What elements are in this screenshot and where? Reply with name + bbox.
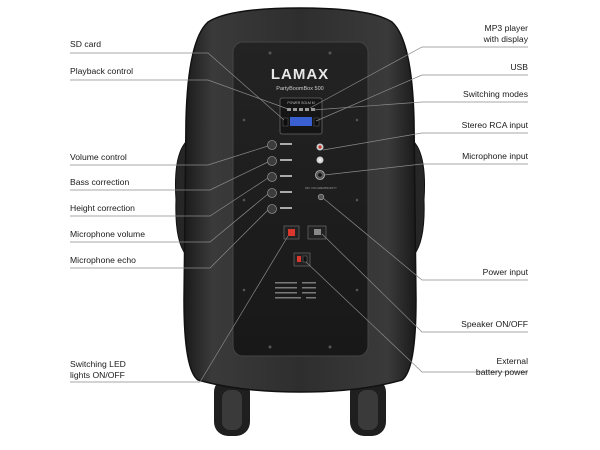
model-name: PartyBoomBox 500 — [276, 86, 323, 92]
speaker-switch[interactable] — [307, 225, 327, 240]
treble-knob[interactable] — [267, 172, 277, 182]
usb-label: USB — [510, 62, 528, 72]
playback-button-next[interactable] — [299, 108, 303, 111]
mode-label-text: POWER SOLM M — [287, 101, 314, 105]
sd-slot[interactable] — [282, 117, 289, 127]
mp3-player-line1: MP3 player — [484, 23, 528, 33]
stereo-rca-label: Stereo RCA input — [461, 120, 528, 130]
mic-volume-caption: MIC VOLUME/PRIORITY — [305, 186, 337, 190]
microphone-volume-label: Microphone volume — [70, 229, 145, 239]
switching-led-line2: lights ON/OFF — [70, 370, 125, 380]
sd-card-label: SD card — [70, 39, 102, 49]
mp3-player-label: MP3 player with display — [484, 23, 528, 45]
led-switch[interactable] — [283, 225, 300, 240]
battery-terminal[interactable] — [293, 252, 311, 267]
power-input-jack[interactable] — [317, 193, 325, 201]
volume-control-label: Volume control — [70, 152, 127, 162]
external-battery-line2: battery power — [475, 367, 528, 377]
repeat-button[interactable] — [311, 108, 315, 111]
leader-lines — [70, 46, 528, 383]
panel-screws — [242, 51, 359, 349]
speaker-onoff-label: Speaker ON/OFF — [461, 319, 528, 329]
external-battery-line1: External — [496, 356, 528, 366]
microphone-echo-label: Microphone echo — [70, 255, 136, 265]
bass-correction-label: Bass correction — [70, 177, 130, 187]
mp3-module: POWER SOLM M — [279, 97, 323, 135]
height-correction-label: Height correction — [70, 203, 135, 213]
mode-button[interactable] — [305, 108, 309, 111]
mic-echo-knob[interactable] — [267, 204, 277, 214]
power-input-label: Power input — [482, 267, 528, 277]
switching-led-label: Switching LED lights ON/OFF — [70, 359, 126, 381]
knob-group — [267, 140, 292, 214]
playback-control-label: Playback control — [70, 66, 134, 76]
rear-panel — [232, 41, 369, 357]
microphone-input-label: Microphone input — [462, 151, 528, 161]
switching-modes-label: Switching modes — [463, 89, 528, 99]
bass-knob[interactable] — [267, 156, 277, 166]
wheel-right — [350, 378, 386, 436]
spec-text — [275, 282, 316, 299]
playback-button-play[interactable] — [293, 108, 297, 111]
rca-inputs[interactable] — [316, 143, 324, 164]
mic-volume-knob[interactable] — [267, 188, 277, 198]
volume-knob[interactable] — [267, 140, 277, 150]
switching-led-line1: Switching LED — [70, 359, 126, 369]
mp3-display — [290, 117, 312, 126]
brand-logo: LAMAX — [271, 66, 329, 83]
usb-port[interactable] — [313, 117, 320, 127]
wheel-left — [214, 378, 250, 436]
external-battery-label: External battery power — [476, 356, 528, 378]
mic-input-jack[interactable] — [315, 170, 325, 180]
mp3-player-line2: with display — [483, 34, 528, 44]
playback-button-prev[interactable] — [287, 108, 291, 111]
